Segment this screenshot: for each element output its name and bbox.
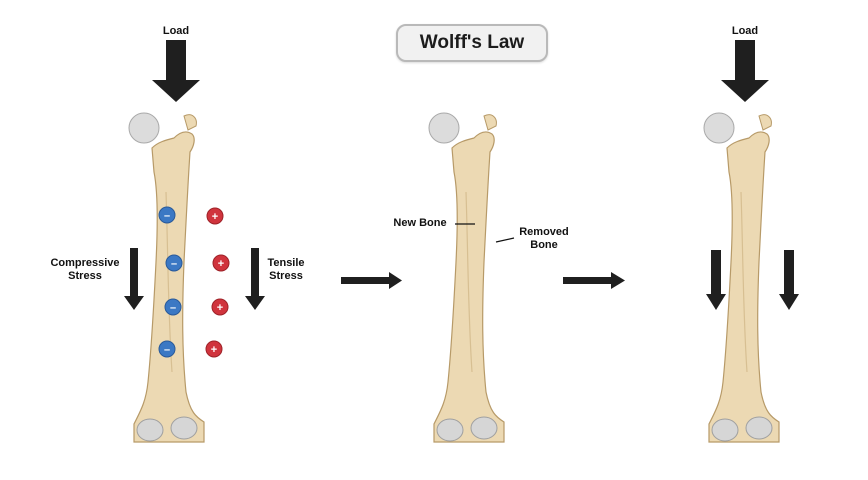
title-box: Wolff's Law: [396, 24, 548, 62]
femur-bone-icon: [129, 113, 204, 442]
panel-3: [704, 40, 799, 442]
panel-1: – – – – + + + +: [124, 40, 265, 442]
removed-bone-label: Removed Bone: [512, 226, 576, 252]
panel-2: [429, 113, 514, 442]
page-title: Wolff's Law: [420, 32, 524, 54]
negative-charge-symbol: –: [164, 210, 170, 222]
compressive-stress-label: Compressive Stress: [40, 257, 130, 283]
tensile-stress-label: Tensile Stress: [262, 257, 310, 283]
down-arrow-icon: [779, 250, 799, 310]
positive-charge-symbol: +: [212, 211, 218, 223]
load-label: Load: [156, 25, 196, 38]
down-arrow-icon: [706, 250, 726, 310]
load-label: Load: [725, 25, 765, 38]
positive-charge-symbol: +: [217, 302, 223, 314]
negative-charge-symbol: –: [171, 258, 177, 270]
negative-charge-symbol: –: [170, 302, 176, 314]
down-arrow-icon: [721, 40, 769, 102]
right-arrow-icon: [563, 272, 625, 289]
new-bone-label: New Bone: [384, 217, 456, 230]
positive-charge-icon: [206, 208, 229, 357]
right-arrow-icon: [341, 272, 402, 289]
negative-charge-symbol: –: [164, 344, 170, 356]
positive-charge-symbol: +: [218, 258, 224, 270]
down-arrow-icon: [152, 40, 200, 102]
positive-charge-symbol: +: [211, 344, 217, 356]
femur-bone-icon: [429, 113, 504, 442]
